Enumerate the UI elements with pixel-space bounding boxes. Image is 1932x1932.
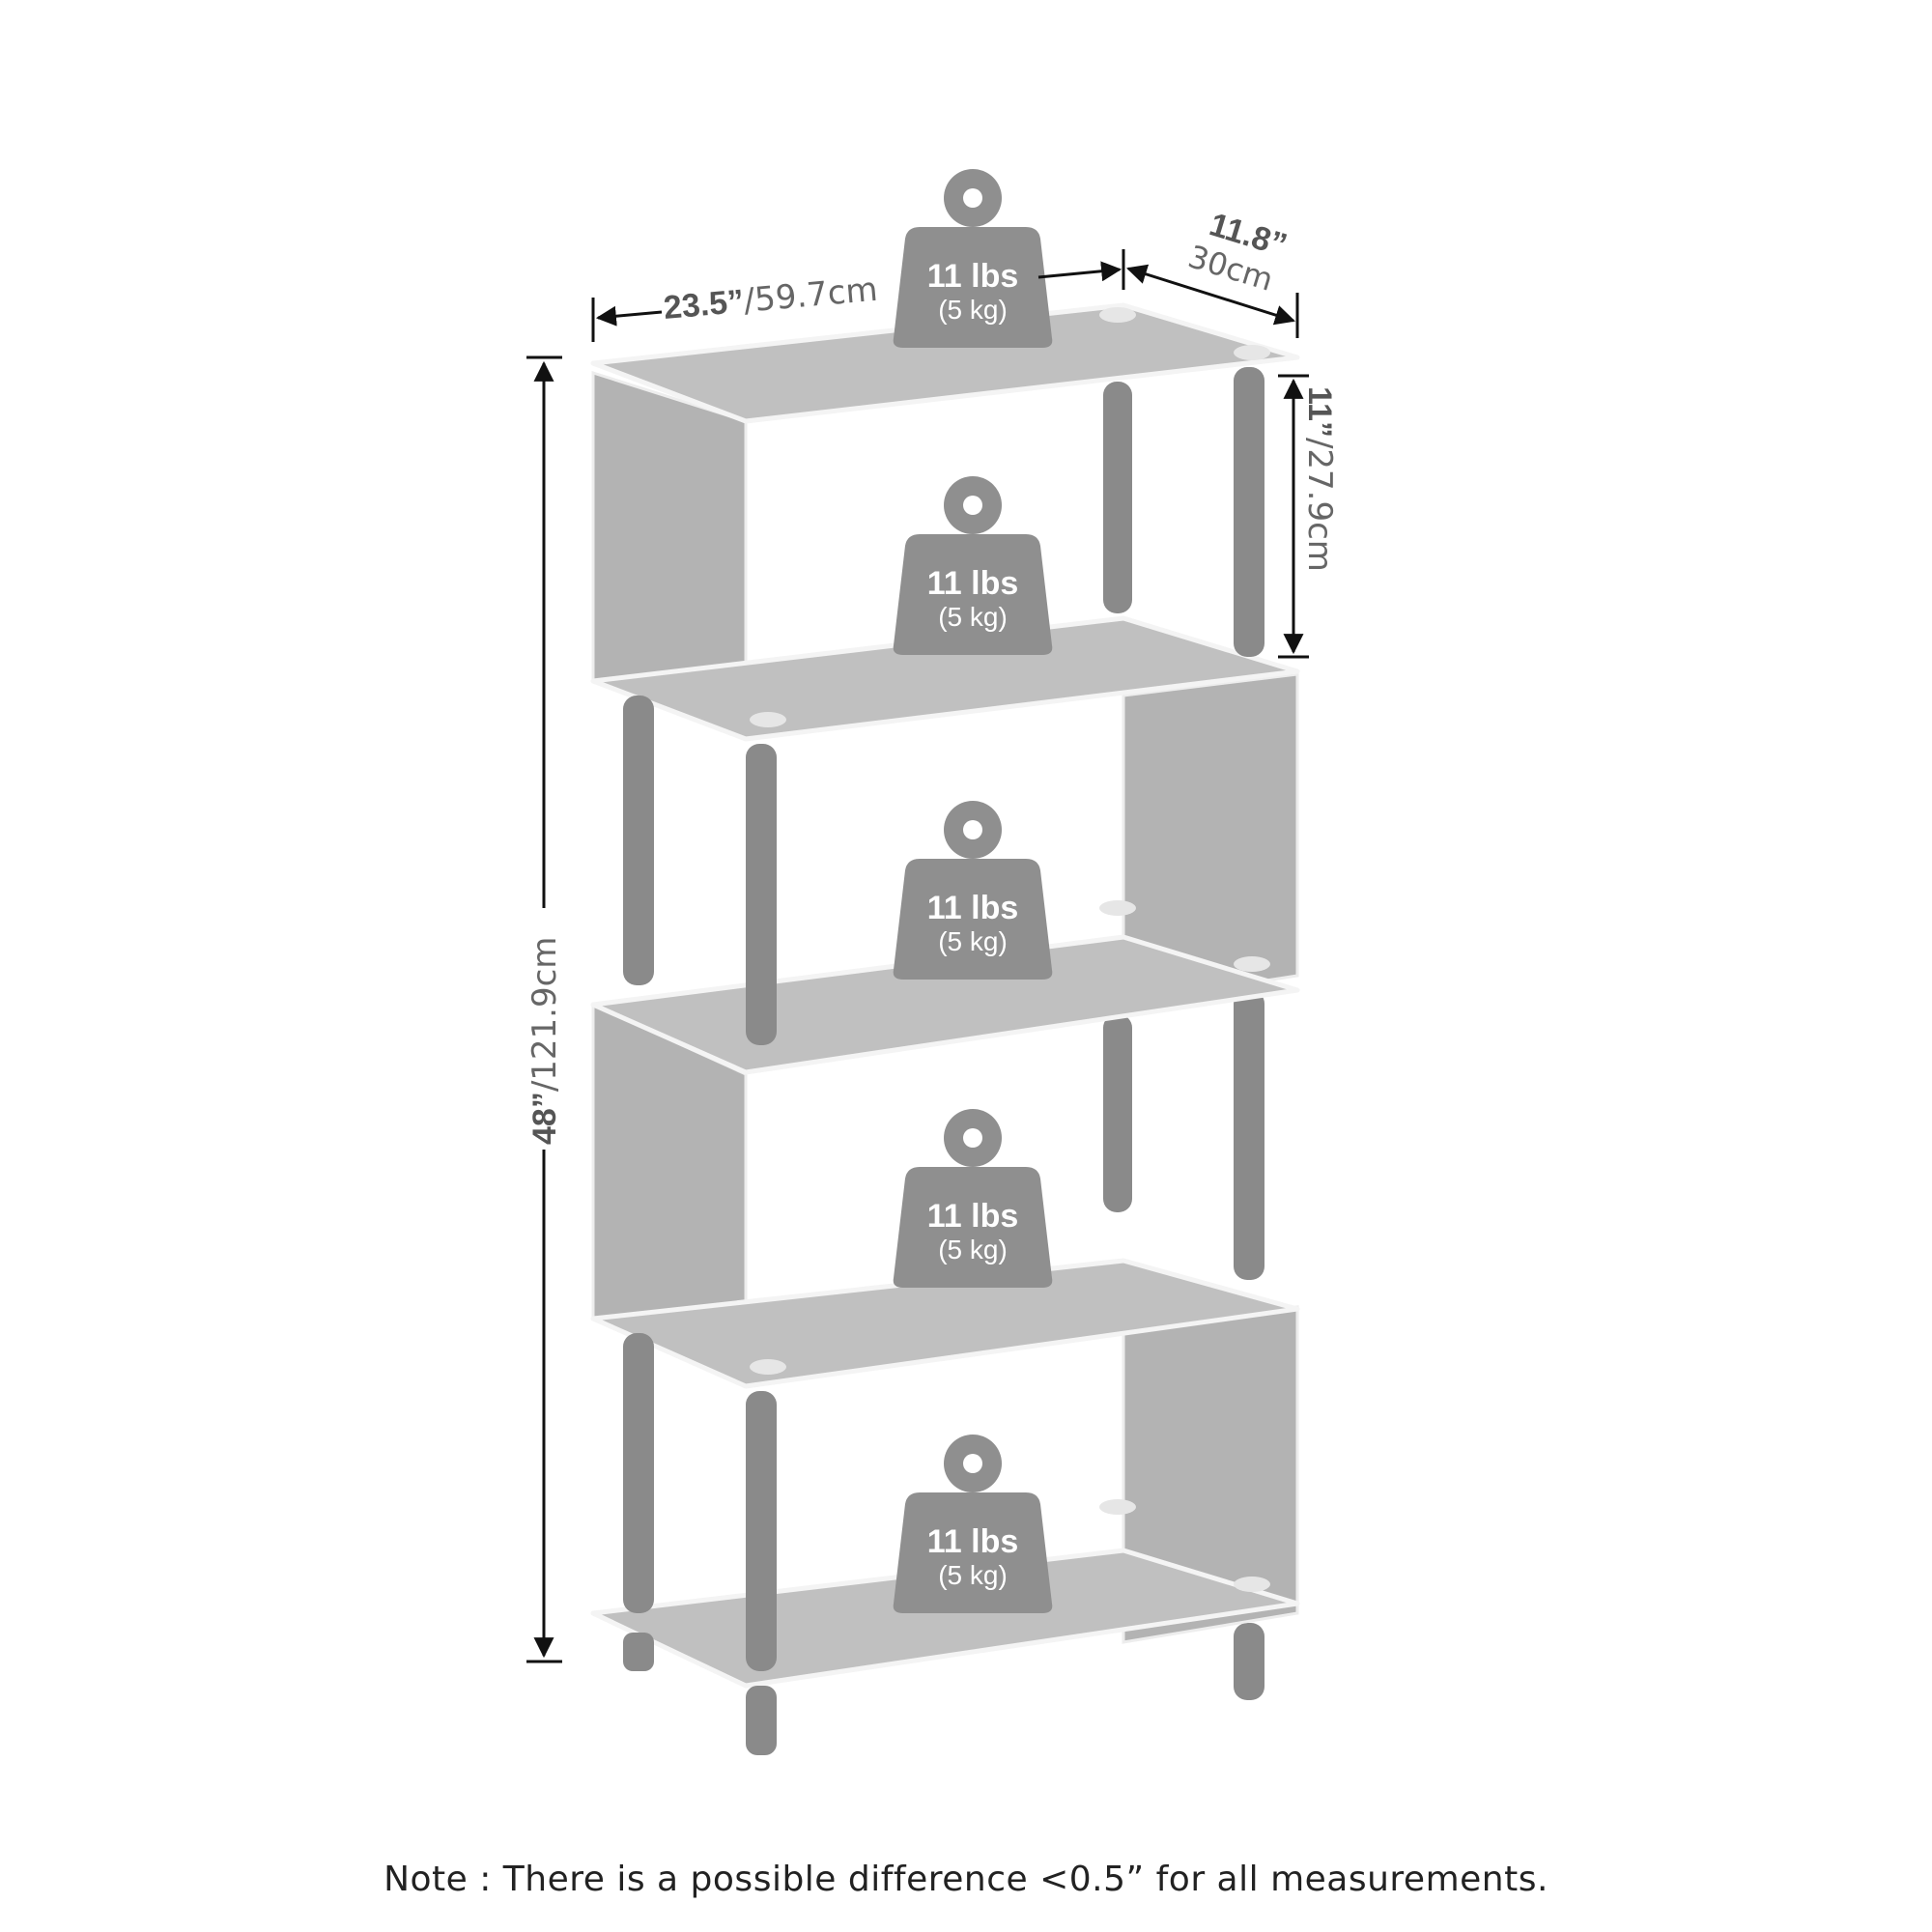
- post: [1234, 990, 1264, 1280]
- foot: [746, 1686, 777, 1755]
- cam-hole: [750, 712, 786, 727]
- weight-kg-label: (5 kg): [938, 1560, 1008, 1590]
- height-inches: 48”: [526, 1092, 563, 1145]
- post: [746, 1391, 777, 1671]
- weight-lbs-label: 11 lbs: [927, 1523, 1019, 1560]
- weight-hole: [963, 1128, 982, 1148]
- cam-hole: [1234, 345, 1270, 360]
- cam-hole: [1099, 307, 1136, 323]
- height-label: 48”/121.9cm: [526, 937, 564, 1145]
- width-arrow-left: [595, 305, 663, 327]
- weight-icon: [893, 859, 1053, 980]
- shelf-unit: [590, 302, 1300, 1755]
- cam-hole: [1099, 900, 1136, 916]
- cam-hole: [1234, 1577, 1270, 1592]
- weight-icon: [893, 1492, 1053, 1613]
- weight-kg-label: (5 kg): [938, 926, 1008, 956]
- weight-lbs-label: 11 lbs: [927, 258, 1019, 295]
- weight-badge: 11 lbs(5 kg): [893, 476, 1053, 655]
- shelf-height-cm: /27.9cm: [1300, 438, 1339, 572]
- cam-hole: [1234, 956, 1270, 972]
- height-cm: /121.9cm: [526, 937, 564, 1093]
- post: [746, 744, 777, 1045]
- weight-hole: [963, 1454, 982, 1473]
- cam-hole: [1099, 1499, 1136, 1515]
- weight-lbs-label: 11 lbs: [927, 1198, 1019, 1235]
- weight-lbs-label: 11 lbs: [927, 890, 1019, 926]
- weight-icon: [893, 534, 1053, 655]
- post: [1234, 367, 1264, 657]
- weight-hole: [963, 496, 982, 515]
- post: [1234, 1623, 1264, 1700]
- weight-kg-label: (5 kg): [938, 1235, 1008, 1264]
- weight-badge: 11 lbs(5 kg): [893, 801, 1053, 980]
- weight-kg-label: (5 kg): [938, 602, 1008, 632]
- weight-icon: [893, 227, 1053, 348]
- shelf-height-label: 11”/27.9cm: [1300, 386, 1339, 572]
- weight-badge: 11 lbs(5 kg): [893, 1109, 1053, 1288]
- weight-hole: [963, 188, 982, 208]
- shelf-height-inches: 11”: [1301, 386, 1338, 438]
- dimension-lines: [526, 249, 1309, 1663]
- measurement-note: Note : There is a possible difference <0…: [384, 1860, 1548, 1899]
- weight-badge: 11 lbs(5 kg): [893, 169, 1053, 348]
- weight-icon: [893, 1167, 1053, 1288]
- weight-badge: 11 lbs(5 kg): [893, 1435, 1053, 1613]
- weight-lbs-label: 11 lbs: [927, 565, 1019, 602]
- weight-badges: 11 lbs(5 kg)11 lbs(5 kg)11 lbs(5 kg)11 l…: [893, 169, 1053, 1613]
- post: [1103, 1014, 1132, 1212]
- side-panel-right-mid: [1122, 672, 1299, 1005]
- width-label: 23.5”/59.7cm: [662, 270, 879, 327]
- width-cm: /59.7cm: [742, 270, 879, 321]
- side-panels: [591, 370, 1299, 1644]
- weight-kg-label: (5 kg): [938, 295, 1008, 325]
- foot: [623, 1633, 654, 1671]
- post: [623, 696, 654, 985]
- post: [623, 1333, 654, 1613]
- width-inches: 23.5”: [662, 283, 745, 327]
- front-posts: [623, 367, 1264, 1755]
- back-posts: [1103, 382, 1264, 1700]
- weight-hole: [963, 820, 982, 839]
- depth-arrow: [1125, 264, 1296, 326]
- post: [1103, 382, 1132, 613]
- cam-hole: [750, 1359, 786, 1375]
- width-arrow-right: [1037, 261, 1122, 282]
